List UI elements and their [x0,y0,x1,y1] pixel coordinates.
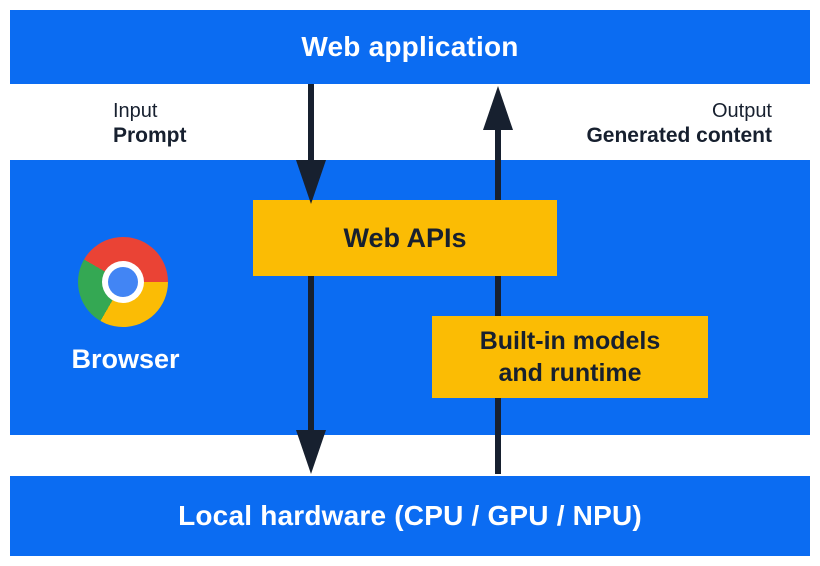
down-arrow-upper-shaft [308,84,314,162]
down-arrow-upper-head [296,160,326,204]
web-apis-label: Web APIs [343,222,467,253]
input-label: Input [113,100,158,122]
local-hardware-layer: Local hardware (CPU / GPU / NPU) [10,476,810,556]
built-in-models-label-line1: Built-in models [479,327,661,355]
output-label: Output [711,100,772,122]
input-caption: Input Prompt [113,100,187,148]
output-value-generated-content: Generated content [586,124,772,147]
web-apis-box: Web APIs [253,200,557,276]
built-in-models-label-line2: and runtime [498,359,642,387]
chrome-logo-icon [78,237,168,327]
chrome-logo-center [108,267,138,297]
down-arrow-lower-shaft [308,276,314,432]
up-arrow-head [483,86,513,130]
built-in-models-box: Built-in models and runtime [432,316,708,398]
local-hardware-label: Local hardware (CPU / GPU / NPU) [178,500,642,531]
browser-label: Browser [71,344,180,374]
web-application-label: Web application [301,31,519,62]
output-caption: Output Generated content [586,100,772,148]
up-arrow-shaft [495,128,501,474]
input-value-prompt: Prompt [113,124,187,147]
web-application-layer: Web application [10,10,810,84]
down-arrow-lower-head [296,430,326,474]
